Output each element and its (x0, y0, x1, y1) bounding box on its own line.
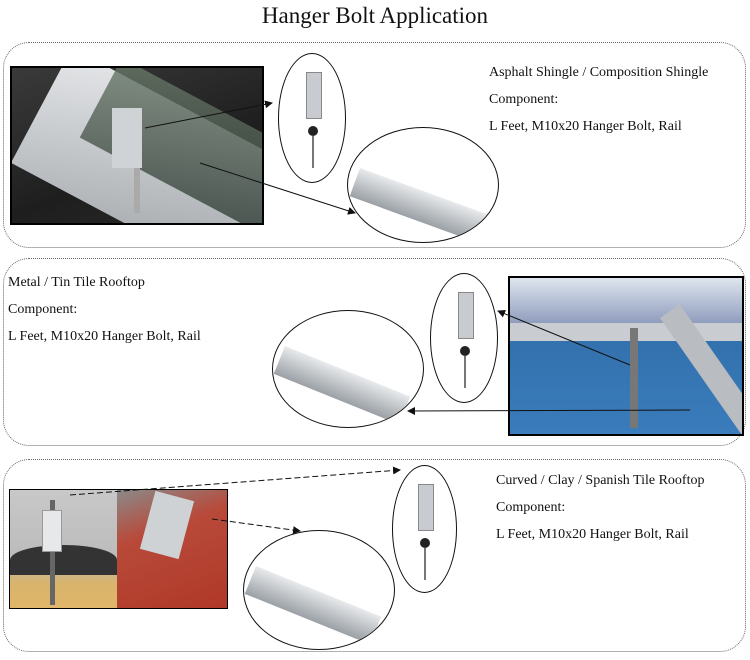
panel2-text: Metal / Tin Tile Rooftop Component: L Fe… (8, 269, 201, 350)
panel-curved-clay (3, 459, 746, 652)
panel1-component-label: Component: (489, 92, 559, 107)
rail-oval (347, 127, 499, 243)
panel-asphalt-shingle (3, 42, 746, 248)
hanger-bolt-oval (430, 273, 498, 403)
panel1-components: L Feet, M10x20 Hanger Bolt, Rail (489, 119, 682, 134)
panel3-component-label: Component: (496, 500, 566, 515)
photo-clay-tile (9, 489, 228, 609)
panel1-heading: Asphalt Shingle / Composition Shingle (489, 65, 709, 80)
panel1-text: Asphalt Shingle / Composition Shingle Co… (489, 59, 708, 140)
panel2-heading: Metal / Tin Tile Rooftop (8, 275, 145, 290)
rail-oval (243, 530, 395, 650)
photo-metal-roof (508, 276, 744, 436)
page-title: Hanger Bolt Application (261, 3, 489, 28)
panel3-components: L Feet, M10x20 Hanger Bolt, Rail (496, 527, 689, 542)
panel2-components: L Feet, M10x20 Hanger Bolt, Rail (8, 329, 201, 344)
hanger-bolt-oval (392, 465, 457, 593)
hanger-bolt-oval (278, 53, 346, 183)
panel3-text: Curved / Clay / Spanish Tile Rooftop Com… (496, 467, 704, 548)
rail-oval (272, 310, 424, 428)
photo-asphalt-roof (10, 66, 264, 225)
panel-metal-tin (3, 258, 746, 446)
panel3-heading: Curved / Clay / Spanish Tile Rooftop (496, 473, 705, 488)
panel2-component-label: Component: (8, 302, 78, 317)
